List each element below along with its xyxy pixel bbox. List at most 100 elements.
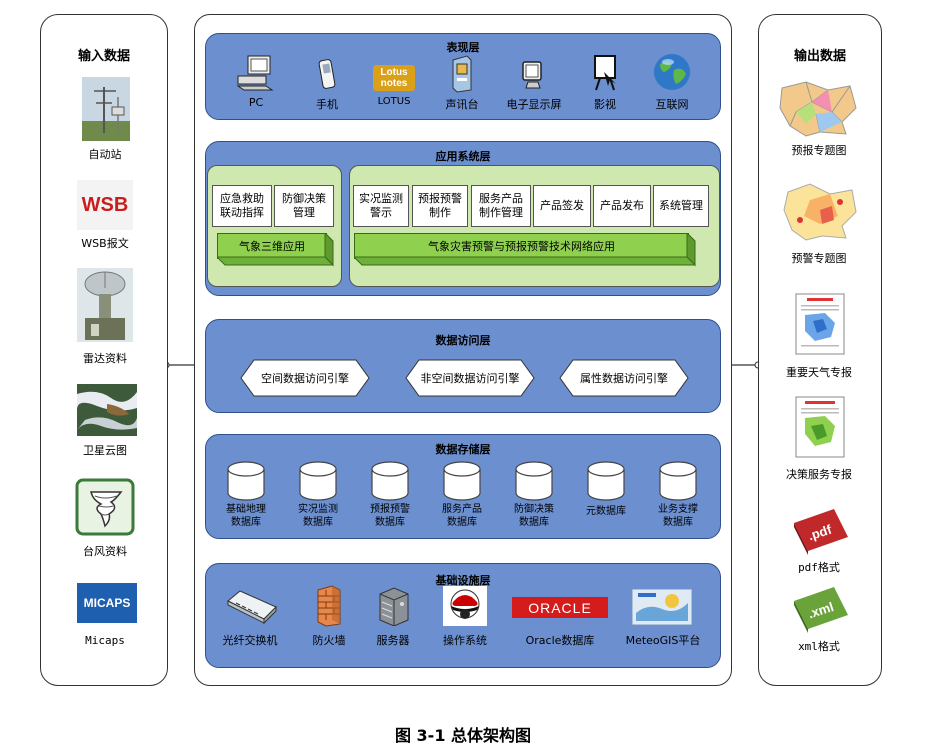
database-label: 防御决策数据库 bbox=[497, 503, 571, 529]
forecast-map-icon bbox=[779, 81, 857, 137]
presentation-label: 互联网 bbox=[655, 98, 689, 111]
xml-file-icon: .xml bbox=[794, 587, 848, 633]
database-label: 实况监测数据库 bbox=[281, 503, 355, 529]
presentation-label: 声讯台 bbox=[445, 98, 479, 111]
database-label-line: 数据库 bbox=[447, 517, 477, 528]
input-label: 台风资料 bbox=[83, 545, 127, 558]
database-cylinder-icon bbox=[227, 461, 265, 501]
app-box-forecast-warning: 预报预警 制作 bbox=[412, 185, 468, 227]
input-label: WSB报文 bbox=[81, 237, 129, 250]
presentation-label: 电子显示屏 bbox=[506, 98, 562, 111]
output-data-title: 输出数据 bbox=[793, 49, 846, 64]
engine-hexagon-nonspatial bbox=[405, 359, 535, 397]
database-label: 基础地理数据库 bbox=[209, 503, 283, 529]
engine-label-spatial: 空间数据访问引擎 bbox=[261, 372, 349, 385]
oracle-logo: ORACLE bbox=[512, 597, 608, 618]
output-label: xml格式 bbox=[798, 640, 840, 653]
database-cylinder-icon bbox=[587, 461, 625, 501]
micaps-logo: MICAPS bbox=[77, 583, 137, 623]
typhoon-icon bbox=[75, 478, 135, 536]
database-label-line: 服务产品 bbox=[442, 504, 482, 515]
server-icon bbox=[379, 587, 409, 626]
output-label: 重要天气专报 bbox=[786, 366, 852, 379]
presentation-layer-title: 表现层 bbox=[446, 41, 480, 54]
micaps-logo-text: MICAPS bbox=[83, 596, 131, 610]
app-box-line: 联动指挥 bbox=[220, 206, 264, 219]
infrastructure-label: MeteoGIS平台 bbox=[625, 634, 701, 647]
app-box-line: 产品发布 bbox=[600, 199, 644, 212]
output-label: 预警专题图 bbox=[791, 252, 847, 265]
database-label-line: 数据库 bbox=[231, 517, 261, 528]
globe-icon bbox=[654, 54, 690, 90]
database-cylinder-icon bbox=[659, 461, 697, 501]
database-label: 预报预警数据库 bbox=[353, 503, 427, 529]
engine-hexagon-attribute bbox=[559, 359, 689, 397]
display-screen-icon bbox=[522, 61, 542, 89]
app-box-line: 产品签发 bbox=[540, 199, 584, 212]
database-label-line: 数据库 bbox=[375, 517, 405, 528]
database-cylinder-icon bbox=[299, 461, 337, 501]
wsb-logo-text: WSB bbox=[81, 193, 129, 216]
app-box-emergency-command: 应急救助 联动指挥 bbox=[212, 185, 272, 227]
presentation-label: 手机 bbox=[316, 98, 338, 111]
database-label-line: 实况监测 bbox=[298, 504, 338, 515]
infrastructure-layer-title: 基础设施层 bbox=[435, 574, 491, 587]
voice-service-icon bbox=[452, 55, 472, 93]
redhat-icon bbox=[443, 586, 487, 626]
lotus-logo-line1: Lotus bbox=[380, 67, 408, 78]
app-box-line: 应急救助 bbox=[220, 192, 264, 205]
pdf-file-icon: .pdf bbox=[794, 509, 848, 555]
database-label: 业务支撑数据库 bbox=[641, 503, 715, 529]
app-box-live-monitoring: 实况监测 警示 bbox=[353, 185, 409, 227]
infrastructure-label: 防火墙 bbox=[312, 634, 346, 647]
app-box-system-management: 系统管理 bbox=[653, 185, 709, 227]
database-label-line: 元数据库 bbox=[586, 506, 626, 517]
input-label: 雷达资料 bbox=[83, 352, 127, 365]
database-label-line: 数据库 bbox=[663, 517, 693, 528]
app-box-defense-decision: 防御决策 管理 bbox=[274, 185, 334, 227]
output-label: 决策服务专报 bbox=[786, 468, 852, 481]
firewall-icon bbox=[317, 585, 341, 627]
app-box-line: 制作管理 bbox=[479, 206, 523, 219]
video-board-icon bbox=[594, 55, 616, 91]
pc-icon bbox=[236, 55, 274, 91]
presentation-label: LOTUS bbox=[377, 96, 411, 107]
app-box-product-release: 产品发布 bbox=[593, 185, 651, 227]
weather-report-icon bbox=[795, 293, 845, 355]
database-cylinder-icon bbox=[371, 461, 409, 501]
input-label: 卫星云图 bbox=[83, 444, 127, 457]
engine-label-attribute: 属性数据访问引擎 bbox=[580, 372, 668, 385]
phone-icon bbox=[318, 59, 336, 89]
warning-map-icon bbox=[783, 183, 857, 241]
app-box-product-signoff: 产品签发 bbox=[533, 185, 591, 227]
database-label-line: 业务支撑 bbox=[658, 504, 698, 515]
infrastructure-label: 操作系统 bbox=[443, 634, 487, 647]
wsb-logo: WSB bbox=[77, 180, 133, 230]
decision-report-icon bbox=[795, 396, 845, 458]
data-storage-layer: 数据存储层 bbox=[205, 434, 721, 539]
database-cylinder-icon bbox=[443, 461, 481, 501]
application-layer-title: 应用系统层 bbox=[435, 150, 491, 163]
app-box-line: 预报预警 bbox=[418, 192, 462, 205]
database-label-line: 数据库 bbox=[303, 517, 333, 528]
presentation-label: PC bbox=[248, 96, 264, 109]
app-box-service-product: 服务产品 制作管理 bbox=[471, 185, 531, 227]
engine-label-nonspatial: 非空间数据访问引擎 bbox=[420, 372, 520, 385]
database-cylinder-icon bbox=[515, 461, 553, 501]
infrastructure-label: Oracle数据库 bbox=[525, 634, 595, 647]
figure-caption: 图 3-1 总体架构图 bbox=[394, 726, 532, 745]
infrastructure-label: 服务器 bbox=[376, 634, 410, 647]
app-box-line: 制作 bbox=[429, 206, 451, 219]
input-label: Micaps bbox=[85, 634, 125, 647]
database-label: 服务产品数据库 bbox=[425, 503, 499, 529]
oracle-logo-text: ORACLE bbox=[528, 599, 592, 616]
app-box-line: 防御决策 bbox=[282, 192, 326, 205]
lotus-logo-line2: notes bbox=[380, 78, 408, 89]
database-label: 元数据库 bbox=[569, 505, 643, 518]
output-label: 预报专题图 bbox=[791, 144, 847, 157]
meteogis-icon bbox=[632, 589, 692, 625]
app-box-line: 警示 bbox=[370, 206, 392, 219]
data-access-layer-title: 数据访问层 bbox=[435, 334, 491, 347]
presentation-label: 影视 bbox=[594, 98, 616, 111]
app-bar-disaster-edge bbox=[354, 233, 697, 267]
